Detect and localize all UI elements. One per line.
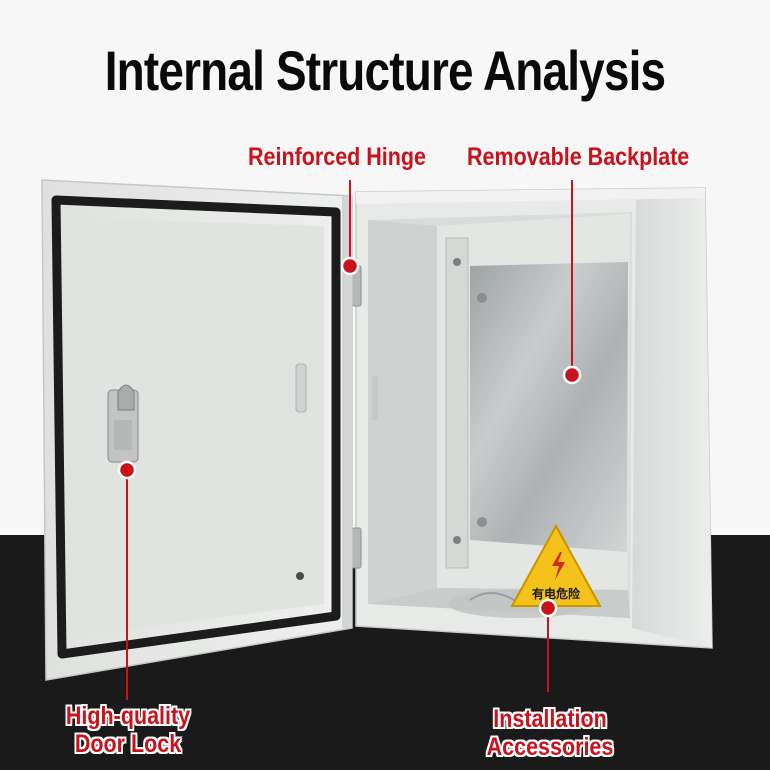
backplate-marker <box>562 365 582 385</box>
accessories-label-line2: Accessories <box>486 733 614 761</box>
accessories-marker <box>538 598 558 618</box>
hinge-callout-label: Reinforced Hinge <box>248 143 427 171</box>
accessories-callout-label: Installation Accessories <box>474 705 625 761</box>
accessories-label-line1: Installation <box>493 705 607 733</box>
door-lock-icon <box>107 384 139 463</box>
page-title: Internal Structure Analysis <box>104 39 666 102</box>
door-lock-marker <box>117 460 137 480</box>
warning-label-text: 有电危险 <box>532 586 581 601</box>
door-lock-label-line1: High-quality <box>65 702 191 730</box>
door-lock-label-line2: Door Lock <box>74 730 182 758</box>
warning-triangle-icon: 有电危险 <box>510 523 602 607</box>
backplate-callout-label: Removable Backplate <box>467 143 690 171</box>
cabinet-door <box>41 179 353 681</box>
callout-leaders <box>117 180 582 700</box>
hinge-marker <box>340 256 360 276</box>
cabinet-body <box>351 187 713 649</box>
door-lock-callout-label: High-quality Door Lock <box>52 702 203 758</box>
